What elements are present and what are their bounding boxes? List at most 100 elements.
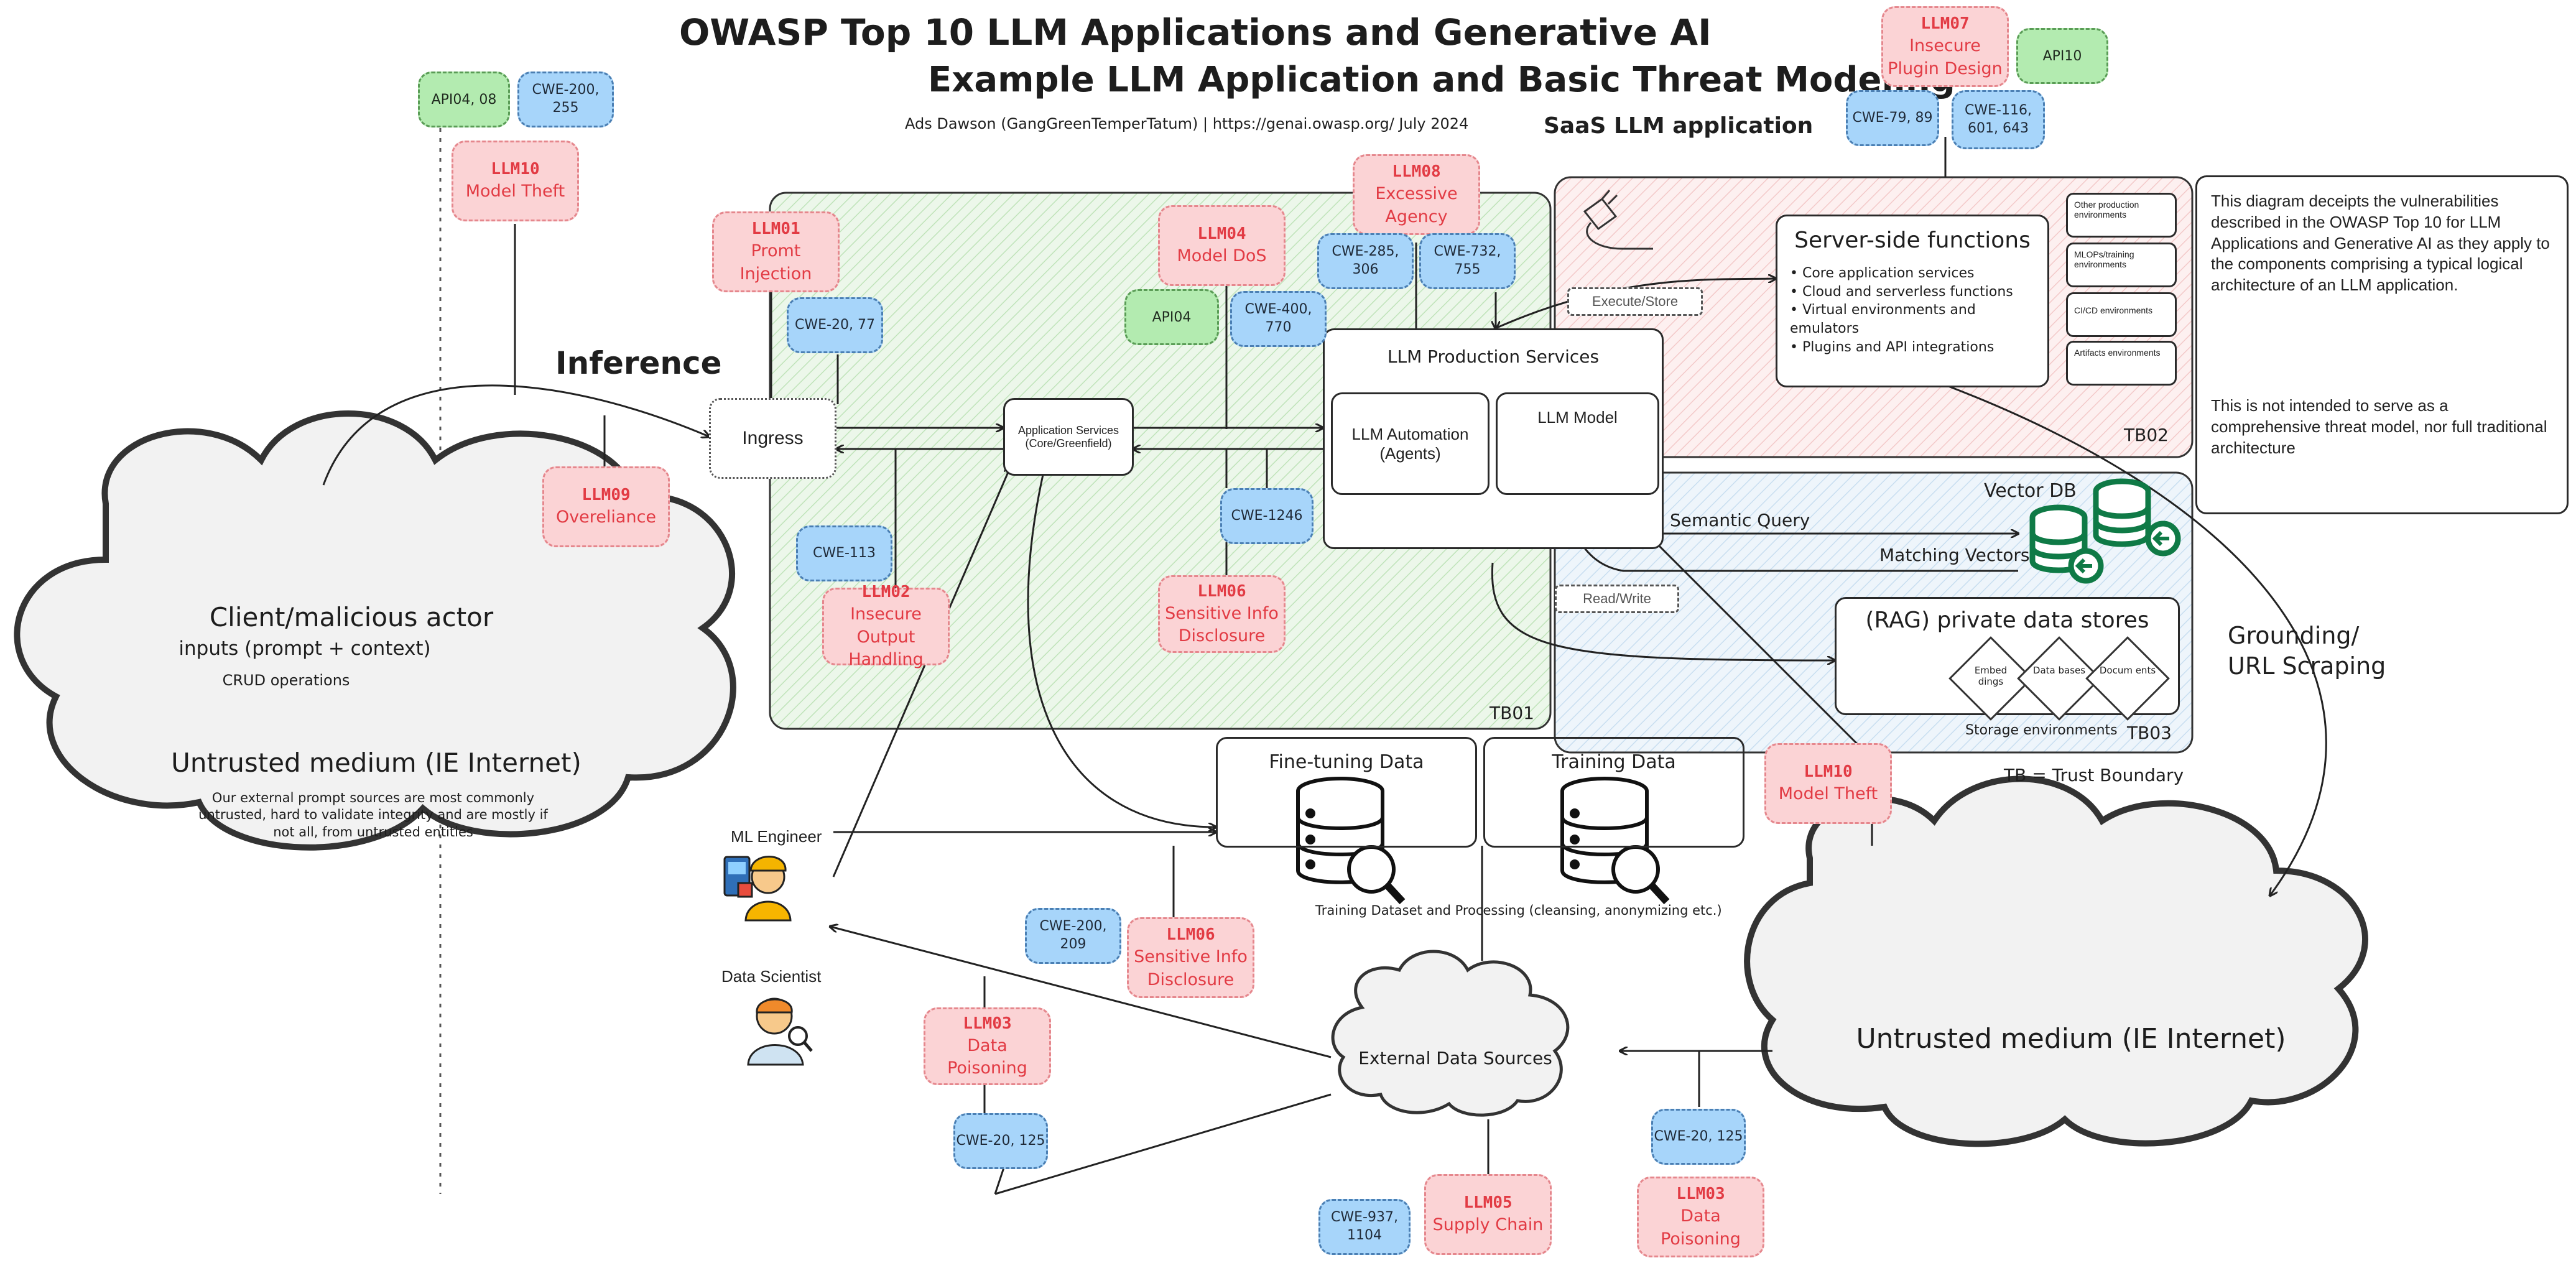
tag-name: Insecure Output Handling <box>848 604 924 670</box>
server-side-list: • Core application services • Cloud and … <box>1790 264 2035 356</box>
client-sub: inputs (prompt + context) <box>178 637 431 660</box>
byline: Ads Dawson (GangGreenTemperTatum) | http… <box>905 115 1469 132</box>
tag-api04-08[interactable]: API04, 08 <box>418 72 510 127</box>
untrusted-right-title: Untrusted medium (IE Internet) <box>1856 1023 2286 1055</box>
untrusted-right-cloud <box>1744 775 2368 1147</box>
env-mlops[interactable]: MLOPs/training environments <box>2066 243 2177 287</box>
tag-connectors <box>514 137 1947 1174</box>
tag-cwe-200-255[interactable]: CWE-200, 255 <box>517 72 614 127</box>
tag-cwe-732-755[interactable]: CWE-732, 755 <box>1419 233 1516 289</box>
tag-code: LLM03 <box>963 1014 1012 1033</box>
documents-diamond <box>2085 636 2170 721</box>
tag-code: LLM06 <box>1166 925 1215 945</box>
matching-vectors-label: Matching Vectors <box>1879 545 2030 565</box>
tag-cwe-116-601-643[interactable]: CWE-116, 601, 643 <box>1952 90 2045 149</box>
execute-store-label: Execute/Store <box>1567 287 1703 316</box>
server-side-box[interactable]: Server-side functions • Core application… <box>1776 215 2049 387</box>
tag-cwe-285-306[interactable]: CWE-285, 306 <box>1317 233 1414 289</box>
training-caption: Training Dataset and Processing (cleansi… <box>1315 903 1722 918</box>
tag-cwe-20-77[interactable]: CWE-20, 77 <box>787 297 883 353</box>
llm-production-label: LLM Production Services <box>1387 346 1600 367</box>
tag-code: LLM02 <box>861 583 910 602</box>
server-side-item: • Plugins and API integrations <box>1790 339 1995 355</box>
tag-name: Supply Chain <box>1432 1215 1544 1235</box>
description-box: This diagram deceipts the vulnerabilitie… <box>2195 175 2569 514</box>
untrusted-left-title: Untrusted medium (IE Internet) <box>171 747 581 778</box>
llm-model-box[interactable]: LLM Model <box>1496 392 1659 495</box>
tag-name: Model Theft <box>1778 784 1878 804</box>
server-side-item: • Virtual environments and emulators <box>1790 302 1976 337</box>
tag-name: Insecure Plugin Design <box>1888 36 2003 78</box>
title-line-1: OWASP Top 10 LLM Applications and Genera… <box>679 11 1712 53</box>
llm-production-box[interactable]: LLM Production Services LLM Automation (… <box>1323 328 1664 549</box>
training-box[interactable]: Training Data <box>1483 737 1744 848</box>
rag-title: (RAG) private data stores <box>1865 608 2149 633</box>
server-side-item: • Core application services <box>1790 266 1975 281</box>
inference-label: Inference <box>555 345 722 381</box>
llm-automation-box[interactable]: LLM Automation (Agents) <box>1331 392 1490 495</box>
tag-name: Sensitive Info Disclosure <box>1134 947 1248 989</box>
tag-cwe-200-209[interactable]: CWE-200, 209 <box>1025 908 1121 964</box>
rag-box[interactable]: (RAG) private data stores Embed dings Da… <box>1835 597 2180 721</box>
databases-label: Data bases <box>2032 665 2086 676</box>
tag-code: LLM03 <box>1676 1185 1725 1204</box>
server-side-title: Server-side functions <box>1794 228 2031 253</box>
client-title: Client/malicious actor <box>209 602 494 632</box>
tag-name: Model DoS <box>1177 246 1267 266</box>
tag-name: Excessive Agency <box>1375 184 1458 226</box>
env-cicd[interactable]: CI/CD environments <box>2066 292 2177 337</box>
tag-cwe-1246[interactable]: CWE-1246 <box>1220 488 1313 544</box>
plug-icon <box>1583 190 1653 250</box>
training-label: Training Data <box>1552 751 1676 773</box>
tag-cwe-20-125[interactable]: CWE-20, 125 <box>953 1113 1048 1169</box>
tb01-label: TB01 <box>1490 703 1534 723</box>
llm-automation-label: LLM Automation (Agents) <box>1351 424 1469 463</box>
tag-code: LLM08 <box>1392 162 1441 182</box>
tag-name: Data Poisoning <box>1661 1206 1741 1249</box>
ml-engineer-label: ML Engineer <box>731 827 822 846</box>
tag-name: Promt Injection <box>739 241 812 284</box>
external-sources-label: External Data Sources <box>1358 1048 1552 1068</box>
tag-code: LLM09 <box>581 486 631 505</box>
tag-api10[interactable]: API10 <box>2016 28 2108 84</box>
tb03-label: TB03 <box>2127 723 2172 743</box>
tag-code: LLM04 <box>1197 224 1246 244</box>
app-services-label: Application Services (Core/Greenfield) <box>1017 423 1119 450</box>
app-services-box[interactable]: Application Services (Core/Greenfield) <box>1003 398 1134 476</box>
title-line-2: Example LLM Application and Basic Threat… <box>928 60 1955 100</box>
tag-api04[interactable]: API04 <box>1124 289 1219 345</box>
grounding-label: Grounding/ URL Scraping <box>2228 622 2386 680</box>
tag-name: Overeliance <box>555 507 657 527</box>
tag-cwe-79-89[interactable]: CWE-79, 89 <box>1846 90 1939 146</box>
tag-cwe-20-125-2[interactable]: CWE-20, 125 <box>1651 1109 1746 1165</box>
tag-cwe-113[interactable]: CWE-113 <box>796 525 892 581</box>
documents-label: Docum ents <box>2099 665 2156 676</box>
tag-code: LLM07 <box>1920 14 1970 34</box>
external-sources-cloud <box>1331 950 1570 1117</box>
tag-name: Data Poisoning <box>947 1035 1027 1078</box>
env-artifacts[interactable]: Artifacts environments <box>2066 341 2177 386</box>
tag-cwe-937-1104[interactable]: CWE-937, 1104 <box>1318 1199 1411 1255</box>
semantic-query-label: Semantic Query <box>1670 510 1810 530</box>
env-other-production[interactable]: Other production environments <box>2066 193 2177 238</box>
tag-cwe-400-770[interactable]: CWE-400, 770 <box>1230 291 1327 347</box>
tb-legend: TB = Trust Boundary <box>2004 765 2184 785</box>
llm-model-label: LLM Model <box>1537 408 1618 427</box>
fine-tuning-box[interactable]: Fine-tuning Data <box>1216 737 1477 848</box>
ingress-box[interactable]: Ingress <box>709 398 836 479</box>
fine-tuning-label: Fine-tuning Data <box>1269 751 1424 773</box>
tag-code: LLM06 <box>1197 581 1246 601</box>
